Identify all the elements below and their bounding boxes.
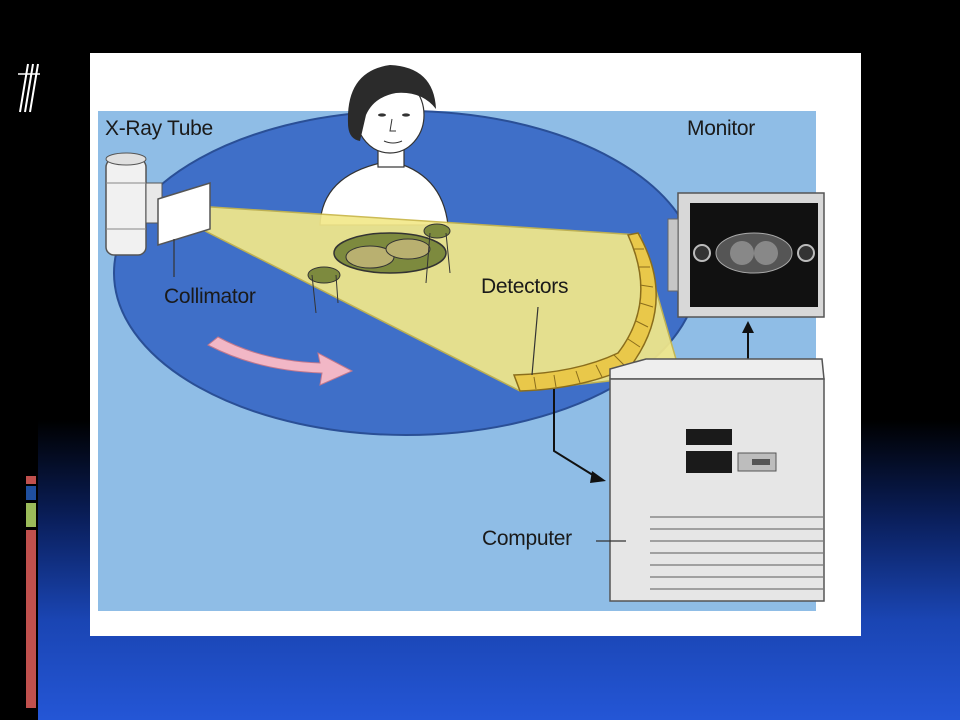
label-computer: Computer [482, 527, 572, 550]
monitor [667, 192, 825, 318]
collimator [157, 181, 211, 247]
left-accent-bars [26, 0, 36, 720]
label-xray-tube: X-Ray Tube [105, 117, 213, 140]
accent-bar-red-large [26, 530, 36, 708]
patient-cross-section [307, 223, 451, 314]
computer [609, 358, 825, 602]
patient-figure [319, 65, 449, 226]
accent-bar-green [26, 503, 36, 527]
detector-array [512, 232, 657, 392]
detectors-to-computer-arrow [553, 389, 597, 478]
rotation-arrow [207, 336, 354, 386]
label-collimator: Collimator [164, 285, 256, 308]
detector-segments [533, 248, 654, 390]
accent-bar-blue [26, 486, 36, 500]
label-monitor: Monitor [687, 117, 755, 140]
label-detectors: Detectors [481, 275, 569, 298]
accent-bar-red-small [26, 476, 36, 484]
ct-scanner-diagram: X-Ray Tube Monitor Collimator Detectors … [90, 53, 861, 636]
decorative-lines [18, 63, 40, 113]
detectors-leader-line [531, 306, 539, 376]
